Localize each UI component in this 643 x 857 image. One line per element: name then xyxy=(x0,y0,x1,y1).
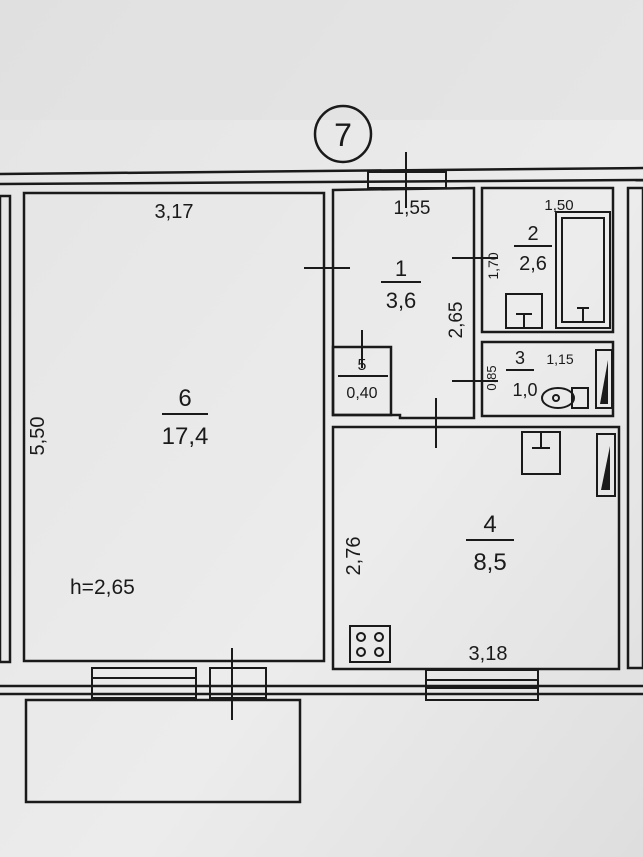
kitchen-heater-icon xyxy=(596,433,616,497)
gas-heater-icon xyxy=(595,349,613,409)
room-2-outline xyxy=(480,186,615,334)
room-6-outline xyxy=(22,191,326,663)
room-4-area: 8,5 xyxy=(473,549,506,576)
room-5-area: 0,40 xyxy=(346,385,377,402)
room-4-length-dim: 2,76 xyxy=(343,537,365,576)
toilet-icon xyxy=(541,387,589,409)
balcony-door xyxy=(209,648,267,720)
room-5-number: 5 xyxy=(358,357,367,374)
ceiling-height: h=2,65 xyxy=(70,576,135,599)
stove-icon xyxy=(349,625,391,663)
window-room-4 xyxy=(425,669,539,701)
room-1-number: 1 xyxy=(395,256,407,281)
door-markers xyxy=(304,152,498,448)
room-6-width-dim: 3,17 xyxy=(155,201,194,223)
room-1-area: 3,6 xyxy=(386,288,417,313)
window-room-6 xyxy=(91,667,197,699)
room-3-number: 3 xyxy=(515,348,525,368)
washbasin-icon xyxy=(505,293,543,329)
room-3-area: 1,0 xyxy=(512,380,537,400)
kitchen-sink-icon xyxy=(521,431,561,475)
room-2-width-dim: 1,50 xyxy=(544,197,573,214)
room-label-bars xyxy=(162,245,552,541)
room-6-length-dim: 5,50 xyxy=(27,417,49,456)
room-6-area: 17,4 xyxy=(162,423,209,450)
plan-number: 7 xyxy=(334,117,352,153)
room-3-width-dim: 1,15 xyxy=(546,351,573,367)
room-2-area: 2,6 xyxy=(519,253,547,275)
room-3-length-dim: 0,85 xyxy=(484,365,499,390)
room-6-number: 6 xyxy=(178,385,191,412)
room-4-number: 4 xyxy=(483,511,496,538)
room-2-number: 2 xyxy=(527,223,538,245)
bathtub-icon xyxy=(555,211,611,329)
neighbour-wall-left xyxy=(0,194,12,664)
room-1-width-dim: 1,55 xyxy=(394,198,431,219)
plan-number-badge: 7 xyxy=(313,104,373,164)
room-2-length-dim: 1,70 xyxy=(485,252,501,279)
room-1-length-dim: 2,65 xyxy=(446,302,467,339)
room-4-width-dim: 3,18 xyxy=(469,643,508,665)
neighbour-wall-right xyxy=(626,186,643,670)
balcony-outline xyxy=(24,698,302,804)
paper-fold-shadow xyxy=(0,0,643,120)
